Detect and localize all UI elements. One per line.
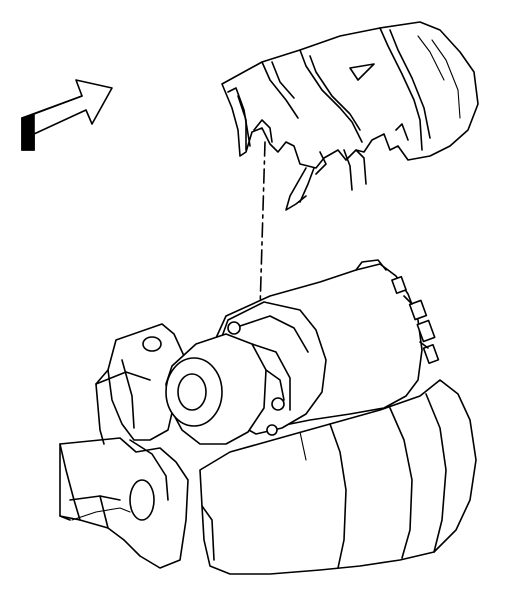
heat-shield <box>221 21 479 211</box>
alignment-line <box>259 141 266 311</box>
engine-block <box>59 323 189 569</box>
wire <box>71 507 131 521</box>
direction-arrow-icon <box>21 79 113 151</box>
terminal-studs <box>391 275 440 365</box>
starter-motor <box>199 379 477 575</box>
solenoid <box>165 259 440 445</box>
